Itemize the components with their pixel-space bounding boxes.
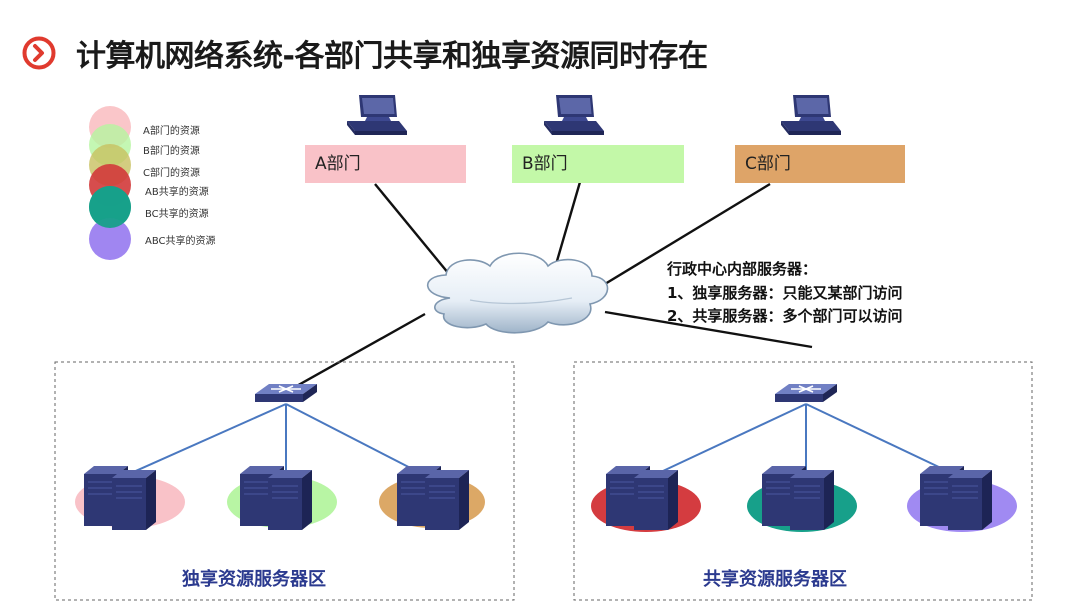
switch-icon-shared	[774, 383, 838, 403]
server-icon-bc	[761, 465, 835, 531]
switch-icon-exclusive	[254, 383, 318, 403]
dept-b-box: B部门	[512, 145, 684, 183]
legend-label-a: A部门的资源	[143, 126, 200, 137]
exclusive-zone	[54, 361, 515, 601]
server-info: 行政中心内部服务器： 1、独享服务器：只能又某部门访问 2、共享服务器：多个部门…	[667, 258, 902, 329]
server-info-line-2: 2、共享服务器：多个部门可以访问	[667, 307, 903, 325]
pc-icon-b	[544, 95, 604, 135]
server-icon-ab	[605, 465, 679, 531]
legend-label-b: B部门的资源	[143, 146, 200, 157]
shared-zone-label: 共享资源服务器区	[703, 569, 847, 590]
server-info-heading: 行政中心内部服务器：	[667, 260, 818, 278]
cloud-icon	[426, 252, 609, 334]
server-icon-abc	[919, 465, 993, 531]
legend-label-ab: AB共享的资源	[145, 187, 209, 198]
legend-circle-abc	[89, 218, 131, 260]
pc-icon-a	[347, 95, 407, 135]
chevron-circle-icon	[22, 36, 56, 70]
legend-label-c: C部门的资源	[143, 168, 200, 179]
legend-label-bc: BC共享的资源	[145, 209, 209, 220]
link-a-cloud	[374, 183, 459, 286]
page-title: 计算机网络系统-各部门共享和独享资源同时存在	[76, 39, 708, 74]
link-c-cloud	[599, 182, 771, 289]
link-cloud-info	[604, 310, 813, 349]
pc-icon-c	[781, 95, 841, 135]
dept-a-box: A部门	[305, 145, 466, 183]
server-icon-a	[83, 465, 157, 531]
exclusive-zone-label: 独享资源服务器区	[182, 569, 326, 590]
server-icon-c	[396, 465, 470, 531]
link-cloud-exclusive	[285, 312, 426, 394]
server-icon-b	[239, 465, 313, 531]
legend-label-abc: ABC共享的资源	[145, 236, 216, 247]
server-info-line-1: 1、独享服务器：只能又某部门访问	[667, 283, 903, 302]
shared-zone	[573, 361, 1033, 601]
dept-c-box: C部门	[735, 145, 905, 183]
